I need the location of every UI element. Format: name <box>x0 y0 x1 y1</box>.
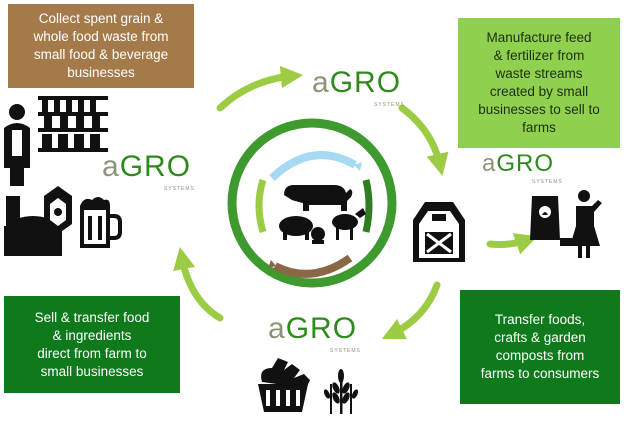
box-line: farms to consumers <box>480 366 600 381</box>
logo-prefix: a <box>312 66 330 99</box>
box-line: businesses <box>67 65 135 80</box>
logo-tagline: SYSTEMS <box>374 102 405 108</box>
step-manufacture-box: Manufacture feed & fertilizer from waste… <box>458 18 620 148</box>
farmer-icon <box>560 190 602 258</box>
center-cycle-icon <box>227 118 397 288</box>
box-line: small food & beverage <box>33 47 169 62</box>
logo-brand: GRO <box>496 150 555 177</box>
logo-prefix: a <box>102 150 120 183</box>
logo-tagline: SYSTEMS <box>164 186 195 192</box>
agro-logo-icon: aGRO SYSTEMS <box>268 312 380 356</box>
fertilizer-bag-icon <box>530 196 560 240</box>
arrow-left-bottom <box>173 246 224 322</box>
box-line: & fertilizer from <box>493 48 585 63</box>
box-line: Manufacture feed <box>486 30 592 45</box>
beer-mug-icon <box>80 197 122 248</box>
box-line: crafts & garden <box>494 330 586 345</box>
logo-brand: GRO <box>119 150 192 183</box>
logo-tagline: SYSTEMS <box>330 348 361 354</box>
box-line: whole food waste from <box>33 29 169 44</box>
logo-brand: GRO <box>329 66 402 99</box>
agro-logo-icon: aGRO SYSTEMS <box>312 66 424 110</box>
box-line: Sell & transfer food <box>34 309 150 325</box>
brewery-icon <box>4 186 72 256</box>
box-line: waste streams <box>495 66 583 81</box>
box-line: businesses to sell to <box>478 102 600 117</box>
step-transfer-box: Transfer foods, crafts & garden composts… <box>460 290 620 404</box>
box-line: Collect spent grain & <box>38 11 164 26</box>
box-line: farms <box>522 120 556 135</box>
agro-logo-icon: aGRO SYSTEMS <box>102 150 214 194</box>
arrow-right-top <box>398 104 449 176</box>
logo-prefix: a <box>482 150 497 177</box>
shopkeeper-icon <box>4 96 108 186</box>
logo-tagline: SYSTEMS <box>532 179 563 185</box>
logo-prefix: a <box>268 312 286 345</box>
box-line: Transfer foods, <box>494 312 586 327</box>
step-sell-box: Sell & transfer food & ingredients direc… <box>4 296 180 393</box>
box-line: direct from farm to <box>37 345 147 361</box>
box-line: composts from <box>495 348 585 363</box>
agro-logo-icon: aGRO SYSTEMS <box>482 150 572 186</box>
arrow-right-bottom <box>381 281 441 340</box>
grocery-basket-icon <box>258 358 310 412</box>
wheat-icon <box>323 369 359 414</box>
box-line: & ingredients <box>52 327 132 343</box>
box-line: created by small <box>489 84 589 99</box>
farm-animals-icon <box>279 185 366 244</box>
logo-brand: GRO <box>285 312 358 345</box>
arrow-barn-out <box>486 233 538 255</box>
barn-icon <box>413 202 465 262</box>
box-line: small businesses <box>40 363 144 379</box>
step-collect-box: Collect spent grain & whole food waste f… <box>8 4 194 88</box>
arrow-top <box>216 65 304 112</box>
